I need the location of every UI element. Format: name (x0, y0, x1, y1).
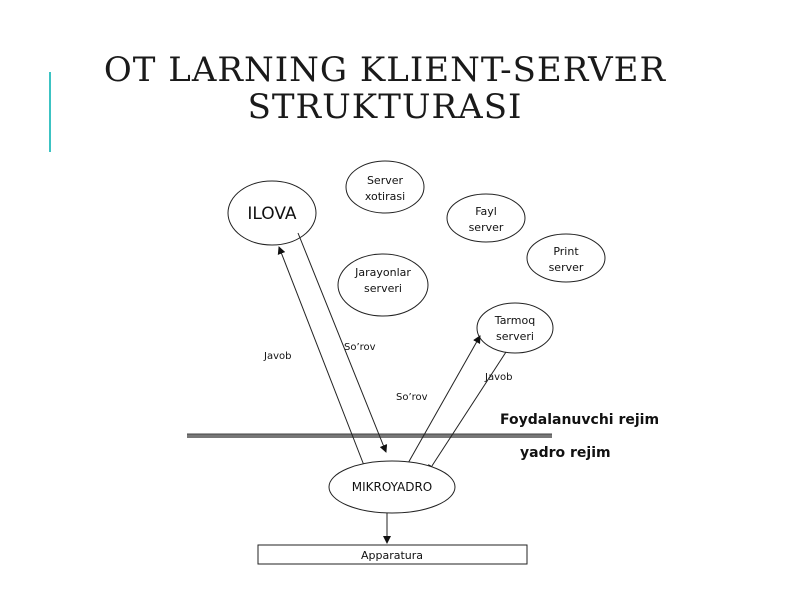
node-jarayonlar-serveri-line1: Jarayonlar (354, 266, 411, 279)
node-print-server-line2: server (549, 261, 584, 274)
mode-separator (187, 433, 552, 438)
node-jarayonlar-serveri: Jarayonlar serveri (337, 253, 429, 317)
node-server-xotirasi-line2: xotirasi (365, 190, 405, 203)
node-tarmoq-serveri-line1: Tarmoq (494, 314, 535, 327)
edge-sorov-to-tarmoq (406, 335, 481, 466)
node-fayl-server-line1: Fayl (475, 205, 497, 218)
node-mikroyadro-label: MIKROYADRO (352, 480, 433, 494)
node-mikroyadro: MIKROYADRO (328, 460, 456, 514)
node-ilova-label: ILOVA (247, 204, 297, 224)
node-server-xotirasi: Server xotirasi (345, 160, 425, 214)
page-title: OT LARNING KLIENT-SERVER STRUKTURASI (60, 52, 710, 126)
edge-javob-from-tarmoq (427, 351, 507, 473)
node-print-server: Print server (526, 233, 606, 283)
edge-label-sorov-left: So’rov (344, 342, 376, 353)
edge-label-javob-left: Javob (263, 351, 291, 362)
node-apparatura-label: Apparatura (361, 549, 423, 562)
node-fayl-server: Fayl server (446, 193, 526, 243)
edge-label-sorov-right: So’rov (396, 392, 428, 403)
title-line-2: STRUKTURASI (247, 87, 523, 127)
node-server-xotirasi-line1: Server (367, 174, 404, 187)
title-line-1: OT LARNING KLIENT-SERVER (103, 50, 667, 90)
node-apparatura: Apparatura (257, 544, 528, 565)
node-print-server-line1: Print (553, 245, 579, 258)
node-jarayonlar-serveri-line2: serveri (364, 282, 402, 295)
edge-javob-to-ilova (277, 246, 366, 469)
node-tarmoq-serveri: Tarmoq serveri (476, 302, 554, 354)
node-fayl-server-line2: server (469, 221, 504, 234)
kernel-mode-label: yadro rejim (520, 445, 611, 461)
node-ilova: ILOVA (227, 180, 317, 246)
edge-label-javob-right: Javob (484, 372, 512, 383)
user-mode-label: Foydalanuvchi rejim (500, 412, 659, 428)
edge-sorov-from-ilova (297, 232, 388, 453)
node-tarmoq-serveri-line2: serveri (496, 330, 534, 343)
accent-bar (49, 72, 51, 152)
